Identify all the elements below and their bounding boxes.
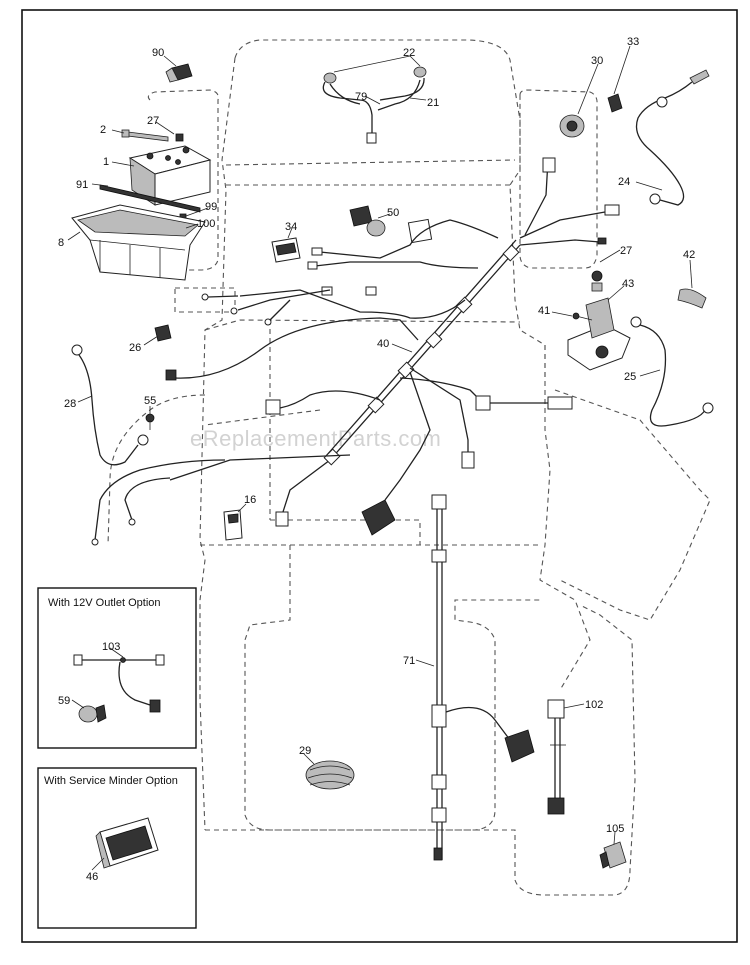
callout-103: 103	[102, 641, 120, 653]
callout-leaders	[67, 45, 693, 871]
part-16-switch	[223, 509, 243, 541]
callout-27-solenoid: 27	[620, 245, 632, 257]
option-box-service-minder: With Service Minder Option	[37, 767, 197, 929]
callout-43: 43	[622, 278, 634, 290]
part-8-battery-tray	[71, 204, 206, 281]
callout-102: 102	[585, 699, 603, 711]
option-box-12v-outlet: With 12V Outlet Option	[37, 587, 197, 749]
part-24-battery-cable	[635, 69, 710, 206]
watermark: eReplacementParts.com	[190, 426, 441, 451]
option-title-minder: With Service Minder Option	[44, 775, 178, 787]
part-41-bolt	[572, 312, 593, 321]
part-105-connector	[599, 841, 627, 869]
part-91-hold-down-strap	[99, 184, 201, 213]
callout-labels: 90 22 79 21 30 33 2 27 1 91 99 100 8 34 …	[58, 36, 695, 883]
callout-2: 2	[100, 124, 106, 136]
part-30-key-switch	[559, 114, 585, 138]
part-90-relay	[165, 63, 193, 83]
part-26-relay	[154, 324, 172, 342]
callout-55: 55	[144, 395, 156, 407]
part-22-headlight-harness	[322, 66, 427, 144]
callout-42: 42	[683, 249, 695, 261]
part-71-harness	[431, 494, 535, 861]
callout-24: 24	[618, 176, 630, 188]
callout-91: 91	[76, 179, 88, 191]
part-connector-square	[407, 218, 433, 244]
part-34-switch	[271, 237, 301, 263]
callout-25: 25	[624, 371, 636, 383]
part-102-harness	[547, 699, 566, 815]
part-43-solenoid	[567, 297, 631, 371]
callout-71: 71	[403, 655, 415, 667]
callout-28: 28	[64, 398, 76, 410]
option-title-12v: With 12V Outlet Option	[48, 597, 161, 609]
part-2-bolt	[121, 129, 169, 142]
part-55-bolt	[145, 413, 155, 430]
part-40-main-harness	[91, 157, 620, 546]
part-1-battery	[128, 145, 212, 206]
callout-33: 33	[627, 36, 639, 48]
callout-26: 26	[129, 342, 141, 354]
callout-21: 21	[427, 97, 439, 109]
callout-40: 40	[377, 338, 389, 350]
part-33-key	[607, 93, 623, 113]
callout-100: 100	[197, 218, 215, 230]
callout-29: 29	[299, 745, 311, 757]
callout-27-battery: 27	[147, 115, 159, 127]
callout-1: 1	[103, 156, 109, 168]
callout-8: 8	[58, 237, 64, 249]
callout-41: 41	[538, 305, 550, 317]
part-27-nut	[175, 133, 184, 142]
part-42-boot	[677, 288, 707, 309]
part-25-cable	[630, 316, 714, 427]
callout-30: 30	[591, 55, 603, 67]
callout-34: 34	[285, 221, 297, 233]
callout-105: 105	[606, 823, 624, 835]
diagram-frame	[21, 9, 738, 943]
part-50-switch	[349, 205, 386, 237]
callout-50: 50	[387, 207, 399, 219]
callout-90: 90	[152, 47, 164, 59]
callout-46: 46	[86, 871, 98, 883]
chassis-outline	[107, 39, 711, 896]
callout-99: 99	[205, 201, 217, 213]
part-28-ground-cable	[71, 344, 149, 466]
callout-16: 16	[244, 494, 256, 506]
part-27-nut-solenoid	[591, 270, 603, 292]
part-29-grommet	[305, 760, 355, 790]
callout-22: 22	[403, 47, 415, 59]
callout-79: 79	[355, 91, 367, 103]
callout-59: 59	[58, 695, 70, 707]
